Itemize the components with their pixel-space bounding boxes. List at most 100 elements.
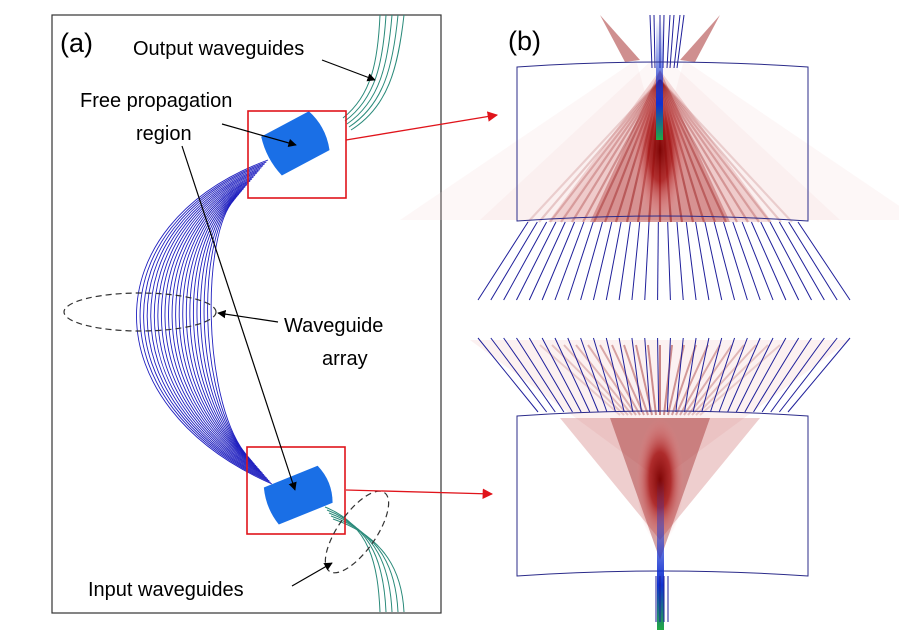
array-guide-line — [753, 337, 800, 413]
array-guide-line — [723, 221, 748, 301]
array-guide-line — [631, 337, 642, 413]
array-guide-line — [554, 221, 585, 301]
fpr-bottom — [263, 465, 333, 525]
field-ray — [663, 344, 673, 416]
array-guide-line — [727, 337, 761, 413]
array-guide-line — [684, 337, 697, 413]
array-waveguide — [178, 182, 257, 467]
array-guide-line — [695, 221, 710, 301]
array-guide-line — [735, 337, 774, 413]
array-guide-line — [541, 337, 582, 413]
array-waveguide — [185, 186, 254, 464]
array-guide-line — [713, 221, 736, 301]
array-guide-line — [618, 221, 631, 301]
array-guide-line — [787, 337, 851, 413]
array-guide-line — [618, 337, 634, 413]
fpr-label-line1: Free propagation — [80, 90, 232, 112]
array-guide-line — [528, 221, 566, 301]
array-guide-line — [761, 337, 812, 413]
array-guide-line — [477, 221, 529, 301]
array-guide-line — [788, 221, 838, 301]
array-guide-line — [709, 337, 736, 413]
field-ray — [659, 79, 782, 223]
array-guide-line — [701, 337, 723, 413]
array-waveguide — [175, 180, 258, 468]
array-waveguide — [153, 169, 266, 477]
bottom-input-guides — [655, 576, 669, 622]
field-ray — [691, 344, 757, 416]
array-guide-line — [592, 221, 613, 301]
field-ray — [683, 344, 733, 416]
array-guide-line — [741, 221, 774, 301]
side-lobe — [680, 15, 720, 62]
array-guide-line — [778, 221, 825, 301]
core-top — [656, 20, 663, 140]
array-waveguide — [150, 167, 267, 479]
array-guide-line — [769, 221, 812, 301]
array-guide-line — [592, 337, 617, 413]
field-ray — [527, 79, 661, 223]
array-waveguide — [143, 163, 270, 482]
input-ellipse — [324, 490, 390, 574]
array-guide-line — [750, 221, 787, 301]
fpr-label-line2: region — [136, 123, 192, 145]
array-guide-line — [667, 221, 671, 301]
arrow-fpr-bottom — [181, 145, 297, 491]
array-waveguide — [146, 165, 269, 480]
array-guide-line — [666, 337, 671, 413]
field-ray — [623, 344, 649, 416]
array-guide-line — [503, 337, 556, 413]
zoom-arrow-top — [345, 111, 499, 141]
array-guide-line — [718, 337, 748, 413]
arrow-fpr-top — [221, 123, 297, 147]
zoom-box-top — [247, 110, 347, 199]
side-lobe — [600, 15, 640, 62]
array-guide-line — [644, 337, 651, 413]
array-guide-line — [541, 221, 576, 301]
simulation-top — [400, 14, 899, 301]
array-waveguide — [160, 172, 263, 474]
panel-b: (b) — [400, 14, 899, 630]
array-guide-line — [580, 221, 603, 301]
field-focus — [634, 80, 686, 220]
field-ray — [671, 344, 697, 416]
output-waveguides-label: Output waveguides — [133, 38, 304, 60]
array-guide-line — [490, 221, 538, 301]
array-label-line2: array — [322, 348, 368, 370]
array-guide-line — [580, 337, 608, 413]
panel-b-label: (b) — [508, 26, 541, 56]
array-guide-line — [732, 221, 761, 301]
pointer-arrows — [181, 59, 376, 587]
top-output-guides — [649, 14, 685, 69]
fpr-top-frame — [516, 61, 809, 222]
core-bottom — [657, 480, 664, 630]
array-guide-line — [554, 337, 591, 413]
array-ellipse — [63, 292, 217, 332]
array-waveguide — [168, 176, 261, 471]
array-waveguide — [207, 197, 246, 454]
array-waveguide — [171, 178, 259, 470]
fpr-bottom-shape — [263, 465, 333, 525]
field-ray — [659, 79, 793, 223]
array-guide-line — [685, 221, 697, 301]
array-guide-line — [477, 337, 539, 413]
array-guide-line — [605, 337, 625, 413]
simulation-bottom — [470, 337, 851, 630]
input-waveguides-label: Input waveguides — [88, 579, 244, 601]
field-ray — [587, 344, 637, 416]
array-waveguide — [189, 188, 253, 462]
zoom-arrow-bottom — [345, 488, 494, 499]
array-guide-line — [644, 221, 650, 301]
field-top — [400, 15, 899, 223]
array-waveguide — [182, 184, 255, 465]
panel-a: (a) Output waveguides Free propagation r… — [51, 14, 499, 614]
array-guide-line — [516, 337, 565, 413]
array-guide-line — [744, 337, 787, 413]
array-waveguide — [157, 171, 265, 476]
arrow-output — [321, 59, 376, 82]
array-guide-line — [797, 221, 851, 301]
bottom-array-guides — [477, 337, 851, 413]
fpr-bottom-frame — [516, 410, 809, 577]
array-guide-line — [692, 337, 710, 413]
